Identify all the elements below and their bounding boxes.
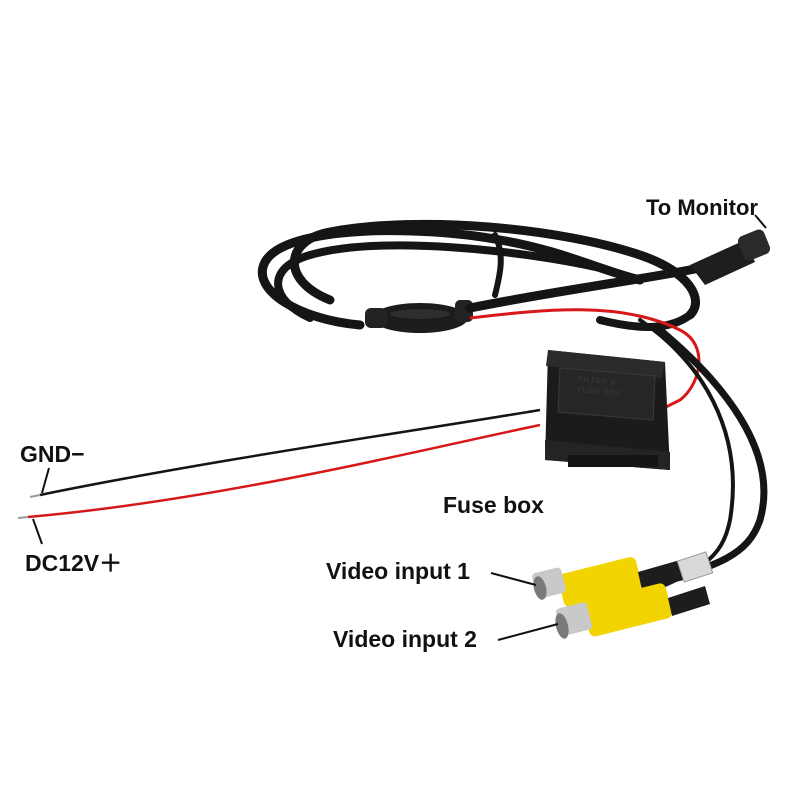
fuse-box <box>545 350 670 470</box>
red-wire-coil <box>469 308 701 412</box>
rca-connector-1 <box>532 557 684 607</box>
dc12v-wire <box>27 423 541 519</box>
label-leaders <box>32 467 559 641</box>
gnd-wire <box>39 408 541 497</box>
to-monitor-label: To Monitor <box>646 195 758 220</box>
video-input-2-label: Video input 2 <box>333 626 477 652</box>
rca-connector-2 <box>555 583 710 639</box>
video-input-1-label: Video input 1 <box>326 558 470 584</box>
coiled-cable <box>257 219 700 331</box>
dc12v-label: DC12V＋ <box>25 550 123 576</box>
gnd-label: GND− <box>20 441 85 467</box>
ferrite-bead <box>365 300 473 333</box>
fuse-box-label: Fuse box <box>443 492 544 518</box>
cable-tag <box>676 551 714 583</box>
monitor-connector <box>690 214 771 285</box>
